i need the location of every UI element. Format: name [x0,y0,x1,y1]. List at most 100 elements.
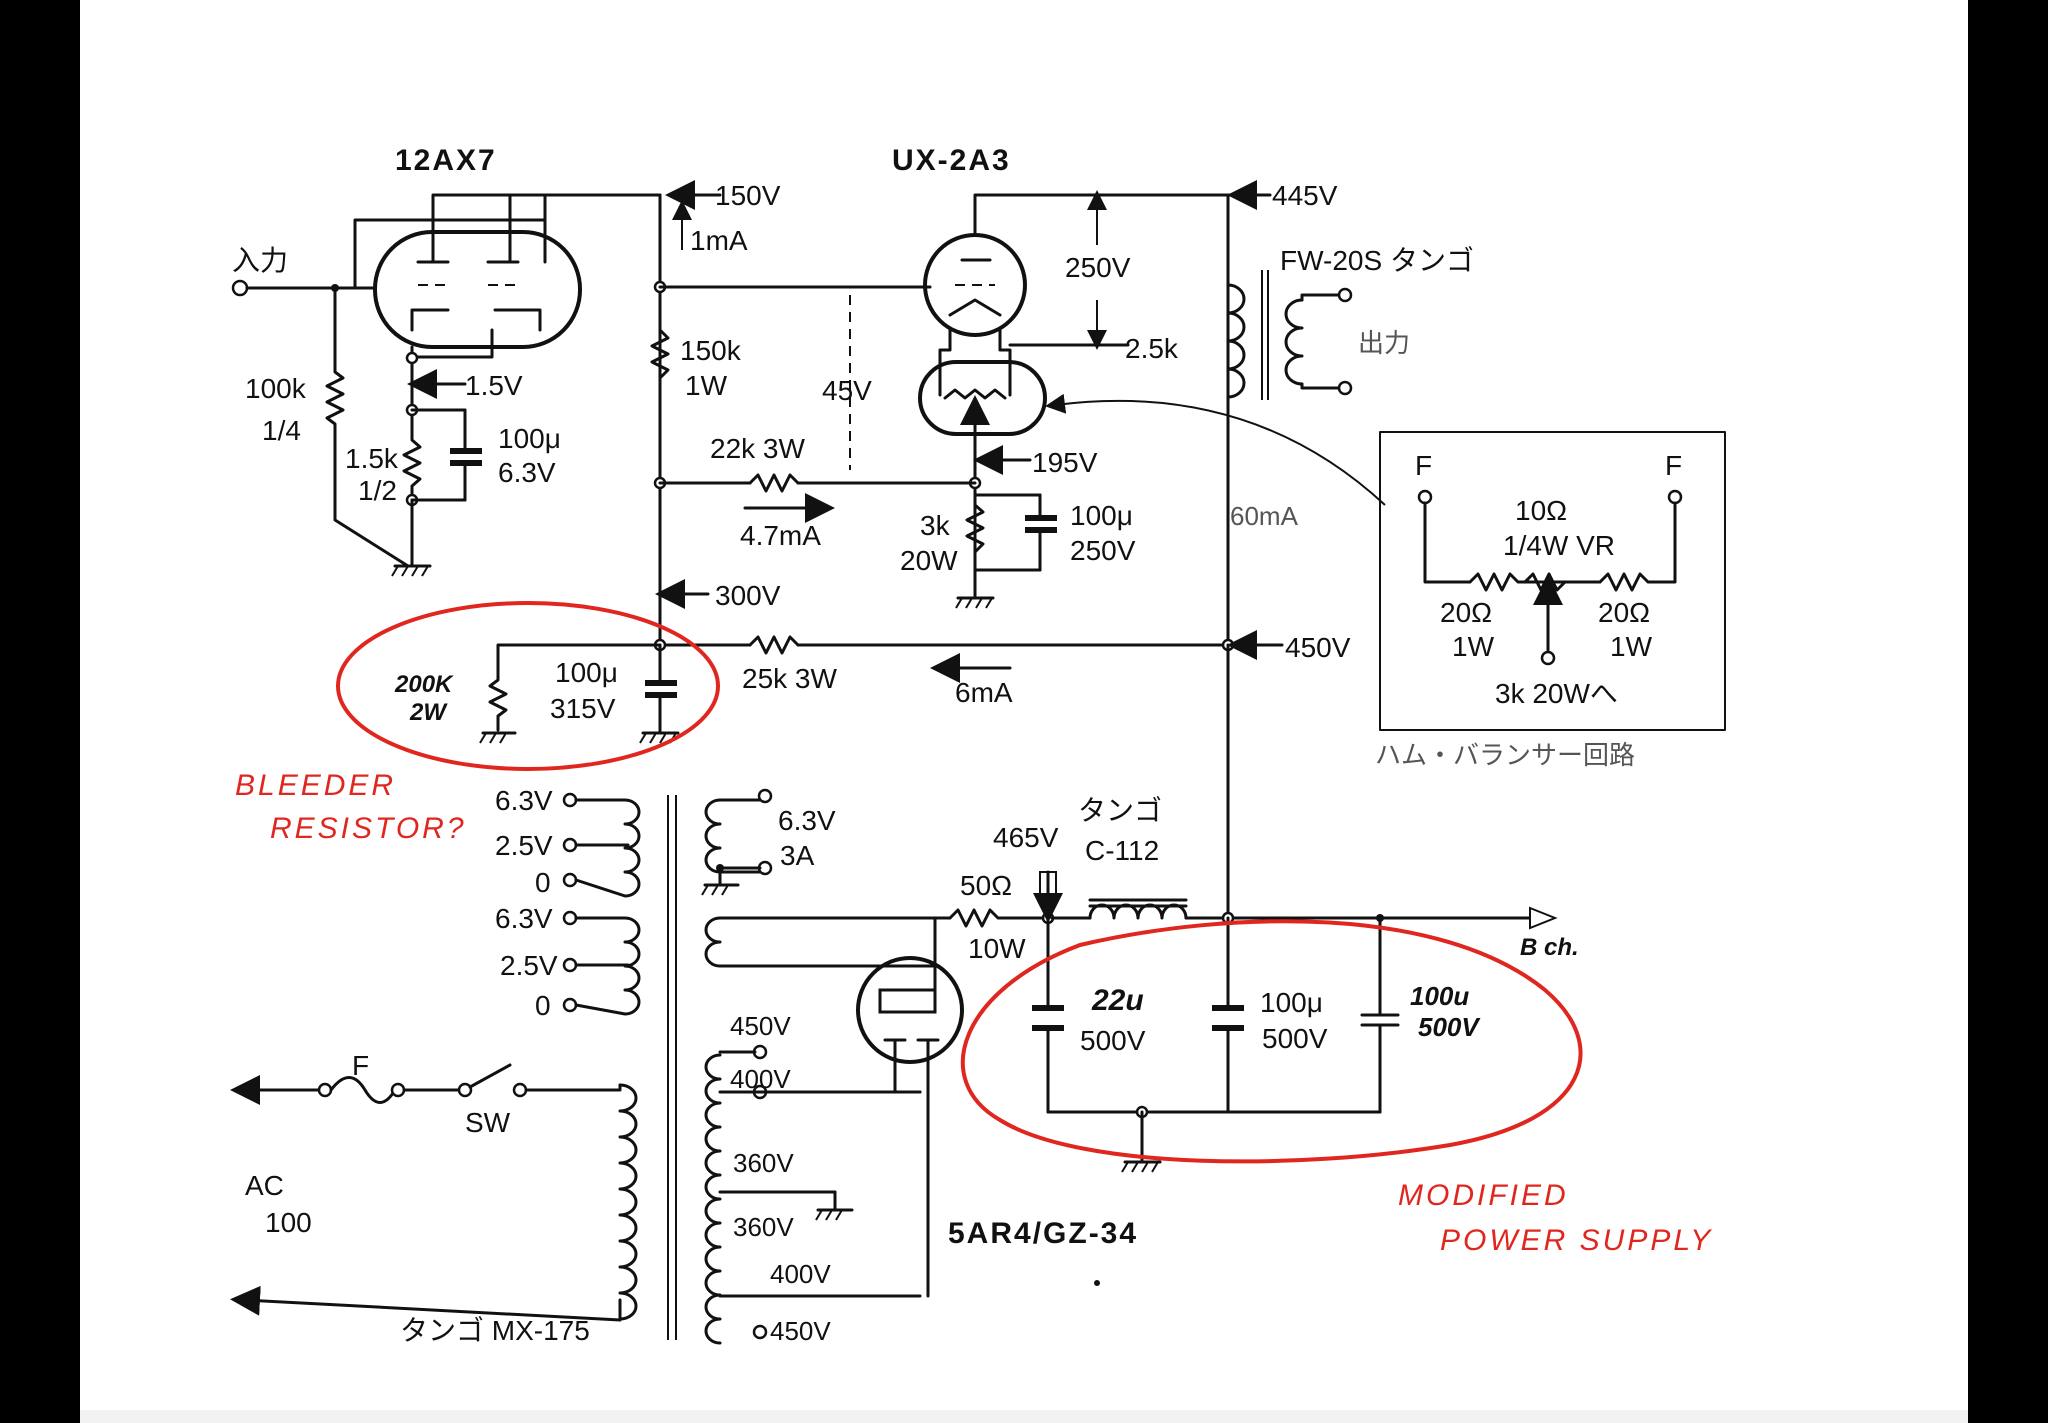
bleeder-highlight [336,601,720,771]
grid-resistor-100k [325,286,410,568]
c100u-e-label: 100u [1410,981,1469,1011]
pt-63c: 6.3V [778,805,836,836]
ac-volt: 100 [265,1207,312,1238]
pt-0b: 0 [535,990,551,1021]
modified-annotation-2: POWER SUPPLY [1440,1224,1713,1257]
b-plus-distribution [653,579,1284,922]
input-terminal [231,279,377,297]
rectifier-label: 5AR4/GZ-34 [948,1217,1138,1250]
preamp-tube-label: 12AX7 [395,144,497,177]
r150k-label: 150k [680,335,742,366]
hum-f2: F [1665,450,1682,481]
ma4_7-label: 4.7mA [740,520,821,551]
r100k-watt: 1/4 [262,415,301,446]
power-transformer-label: タンゴ MX-175 [400,1315,590,1346]
output-transformer [1226,180,1353,922]
c100u-d-label: 100μ [1260,987,1323,1018]
hum-20b-watt: 1W [1610,631,1653,662]
input-label: 入力 [232,245,288,276]
v445-label: 445V [1272,180,1338,211]
pt-25b: 2.5V [500,950,558,981]
preamp-tube-12ax7 [353,193,582,349]
c100u-b-label: 100μ [1070,500,1133,531]
r22k-label: 22k 3W [710,433,805,464]
ma1-label: 1mA [690,225,748,256]
cathode-network [391,328,494,577]
ma60-label: 60mA [1230,501,1299,531]
c22u-volt: 500V [1080,1025,1146,1056]
r3k-label: 3k [920,510,951,541]
r1_5k-watt: 1/2 [358,475,397,506]
ac-input [245,1063,622,1322]
hv-400b: 400V [770,1259,831,1289]
pt-0a: 0 [535,867,551,898]
power-cathode-network [955,445,1057,609]
pt-63a: 6.3V [495,785,553,816]
c100u-b-volt: 250V [1070,535,1136,566]
cathode-voltage: 1.5V [465,370,523,401]
hum-vr: 1/4W VR [1503,530,1615,561]
switch-label: SW [465,1107,511,1138]
v45-label: 45V [822,375,872,406]
bleeder-annotation-1: BLEEDER [235,769,396,802]
pt-63b: 6.3V [495,903,553,934]
r200k-label: 200K [394,671,454,698]
rectifier-tube [856,916,964,1298]
c100u-e-volt: 500V [1418,1012,1481,1042]
schematic-sheet [80,0,1968,1423]
output-transformer-label: FW-20S タンゴ [1280,245,1474,276]
r150k-watt: 1W [685,370,728,401]
bottom-strip [80,1410,1968,1423]
r25k-label: 25k 3W [742,663,837,694]
v250-label: 250V [1065,252,1131,283]
pt-25a: 2.5V [495,830,553,861]
r2_5k-label: 2.5k [1125,333,1179,364]
power-transformer [562,788,937,1345]
r3k-watt: 20W [900,545,958,576]
r1_5k-label: 1.5k [345,443,399,474]
c100u-c-volt: 315V [550,693,616,724]
hv-450b: 450V [770,1316,831,1346]
choke-label: C-112 [1085,835,1159,866]
modified-annotation-1: MODIFIED [1398,1179,1569,1212]
fuse-label: F [352,1050,369,1081]
hv-360b: 360V [733,1212,794,1242]
hum-20a: 20Ω [1440,597,1492,628]
r100k-label: 100k [245,373,307,404]
v150-label: 150V [715,180,781,211]
c100u-a-volt: 6.3V [498,457,556,488]
v450-label: 450V [1285,632,1351,663]
pt-3a: 3A [780,840,815,871]
power-supply-filter [933,870,1558,1173]
v300-label: 300V [715,580,781,611]
ma6-label: 6mA [955,677,1013,708]
hv-400a: 400V [730,1064,791,1094]
c100u-c-label: 100μ [555,657,618,688]
hum-balancer-box [1045,393,1726,731]
hv-360a: 360V [733,1148,794,1178]
hum-20a-watt: 1W [1452,631,1495,662]
ac-label: AC [245,1170,284,1201]
hum-3k: 3k 20Wへ [1495,678,1618,709]
hum-10ohm: 10Ω [1515,495,1567,526]
power-tube-label: UX-2A3 [892,144,1011,177]
r50-watt: 10W [968,933,1026,964]
output-label: 出力 [1358,328,1410,358]
bleeder-section [479,643,680,744]
ink-dot [1094,1280,1100,1286]
v465-label: 465V [993,822,1059,853]
c100u-a-label: 100μ [498,423,561,454]
hv-450a: 450V [730,1011,791,1041]
r50-label: 50Ω [960,870,1012,901]
c22u-label: 22u [1091,984,1144,1017]
choke-brand: タンゴ [1078,795,1162,826]
modified-supply-highlight [960,919,1583,1164]
hum-20b: 20Ω [1598,597,1650,628]
hum-title: ハム・バランサー回路 [1375,740,1635,770]
v195-label: 195V [1032,447,1098,478]
bleeder-annotation-2: RESISTOR? [270,812,467,845]
r200k-watt: 2W [409,699,448,726]
b-channel-label: B ch. [1520,934,1579,961]
dropping-resistor-22k [658,473,977,523]
